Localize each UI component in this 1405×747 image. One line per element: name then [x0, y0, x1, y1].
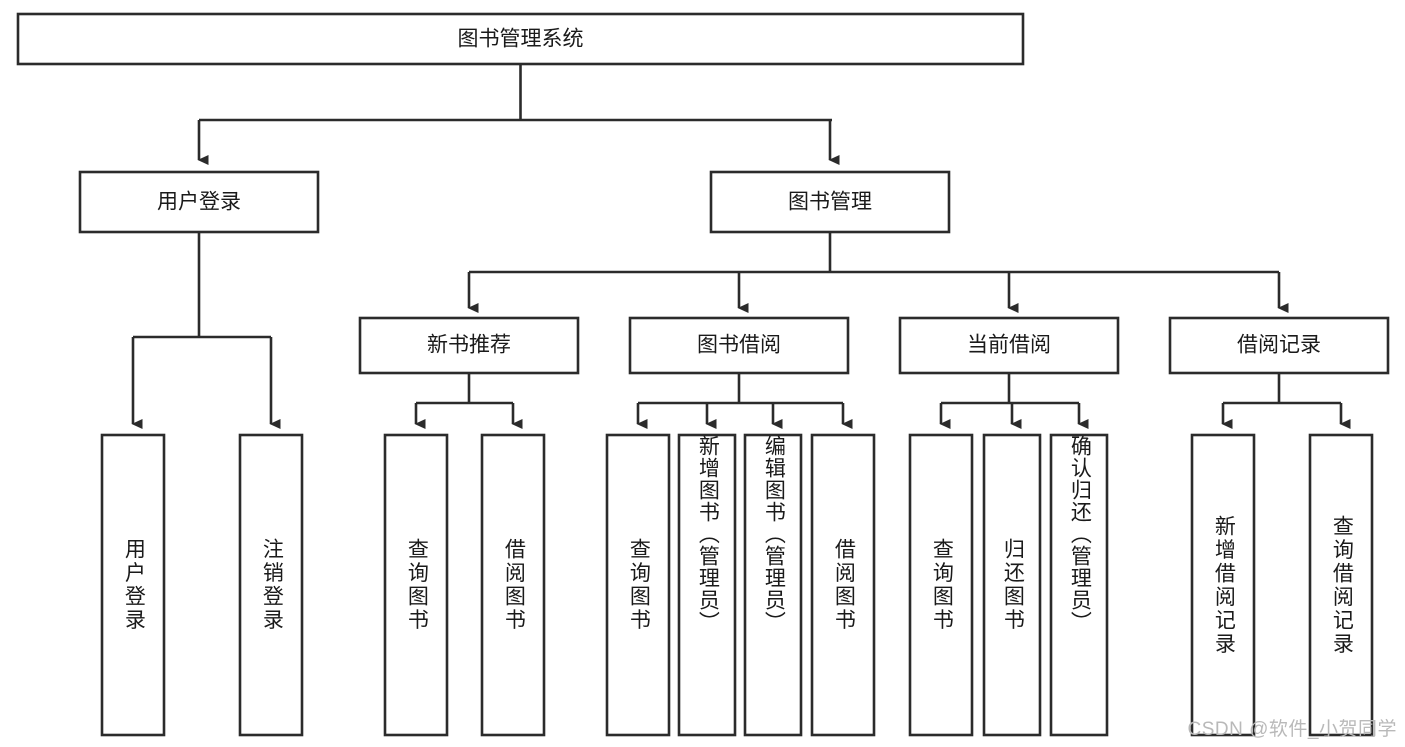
leaf-boxes-group — [100, 433, 1374, 737]
node-book-management-box[interactable] — [709, 170, 951, 234]
node-book-management-label: 图书管理 — [788, 191, 872, 214]
node-leaf-query-borrow-record-box[interactable] — [1308, 433, 1374, 737]
csdn-watermark: CSDN @软件_小贺同学 — [1187, 719, 1397, 740]
node-current-borrow-label: 当前借阅 — [967, 334, 1051, 357]
node-leaf-borrow-book-new-box[interactable] — [480, 433, 546, 737]
node-book-borrow[interactable]: 图书借阅 — [628, 316, 850, 375]
node-root[interactable]: 图书管理系统 — [16, 12, 1025, 66]
node-borrow-record[interactable]: 借阅记录 — [1168, 316, 1390, 375]
node-root-label: 图书管理系统 — [458, 28, 584, 51]
node-leaf-query-book-new-box[interactable] — [383, 433, 449, 737]
node-leaf-borrow-book-box[interactable] — [810, 433, 876, 737]
connectors-group — [131, 64, 1351, 430]
node-leaf-add-borrow-record-box[interactable] — [1190, 433, 1256, 737]
node-leaf-add-book-admin-box[interactable] — [677, 433, 737, 737]
node-new-book-recommend-box[interactable] — [358, 316, 580, 375]
node-current-borrow-box[interactable] — [898, 316, 1120, 375]
node-user-login[interactable]: 用户登录 — [78, 170, 320, 234]
node-leaf-return-book-box[interactable] — [982, 433, 1042, 737]
node-borrow-record-box[interactable] — [1168, 316, 1390, 375]
node-borrow-record-label: 借阅记录 — [1237, 334, 1321, 357]
node-leaf-confirm-return-admin-box[interactable] — [1049, 433, 1109, 737]
node-leaf-edit-book-admin-box[interactable] — [743, 433, 803, 737]
node-current-borrow[interactable]: 当前借阅 — [898, 316, 1120, 375]
node-leaf-logout-box[interactable] — [238, 433, 304, 737]
node-new-book-recommend-label: 新书推荐 — [427, 334, 511, 357]
node-new-book-recommend[interactable]: 新书推荐 — [358, 316, 580, 375]
node-root-box[interactable] — [16, 12, 1025, 66]
node-leaf-query-book-borrow-box[interactable] — [605, 433, 671, 737]
node-user-login-box[interactable] — [78, 170, 320, 234]
node-leaf-user-login-box[interactable] — [100, 433, 166, 737]
node-leaf-query-book-current-box[interactable] — [908, 433, 974, 737]
node-book-borrow-label: 图书借阅 — [697, 334, 781, 357]
node-book-borrow-box[interactable] — [628, 316, 850, 375]
node-book-management[interactable]: 图书管理 — [709, 170, 951, 234]
node-user-login-label: 用户登录 — [157, 191, 241, 214]
